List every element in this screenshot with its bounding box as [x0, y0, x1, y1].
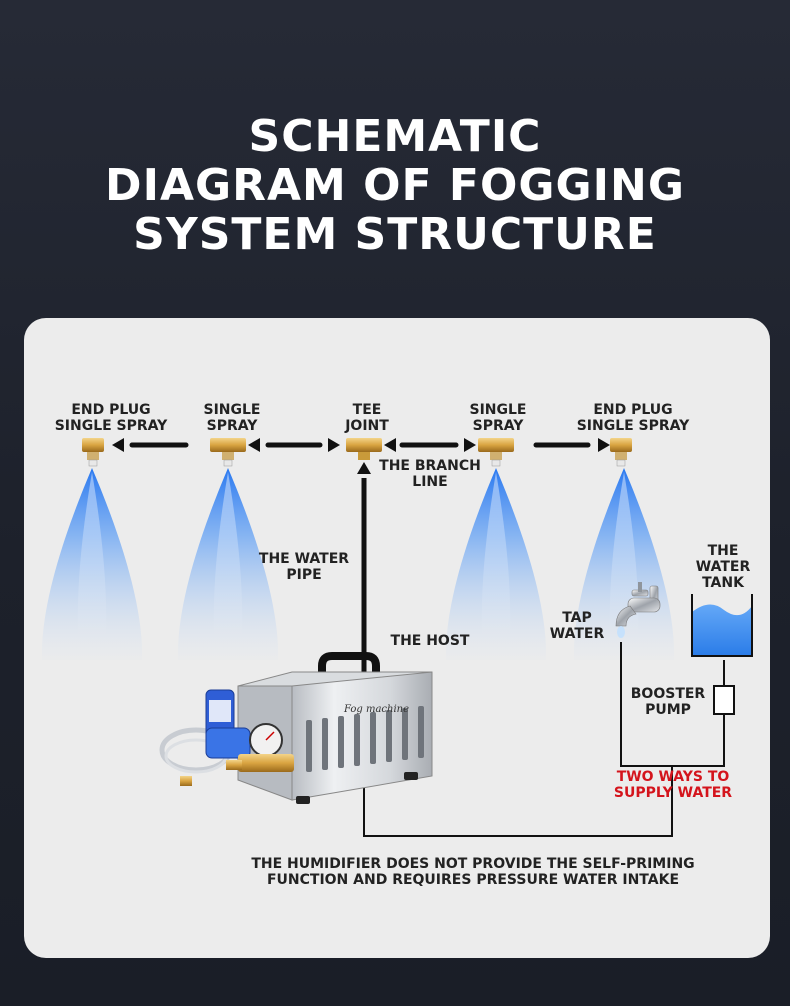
label-branch-line-line2: LINE — [412, 474, 448, 490]
label-end-plug-right-line1: END PLUG — [593, 402, 673, 418]
single-spray-nozzle-right — [478, 438, 514, 467]
label-single-spray-right-line2: SPRAY — [472, 418, 524, 434]
arrow-up-icon — [357, 462, 371, 474]
label-two-ways-line1: TWO WAYS TO — [616, 769, 730, 785]
arrow-right-icon — [464, 438, 476, 452]
label-host-line1: THE HOST — [390, 633, 470, 649]
end-plug-nozzle-left — [82, 438, 104, 467]
spray-cone-1 — [41, 468, 143, 660]
title-line-1: SCHEMATIC — [248, 111, 542, 162]
end-plug-nozzle-right — [610, 438, 632, 467]
spray-cone-2 — [177, 468, 279, 660]
label-tap-water-line1: TAP — [562, 610, 592, 626]
arrow-right-icon — [598, 438, 610, 452]
label-water-tank-line2: WATER — [695, 559, 751, 575]
machine-brand-label: Fog machine — [343, 704, 409, 715]
label-tap-water-line2: WATER — [549, 626, 605, 642]
tee-joint-nozzle — [346, 438, 382, 460]
label-water-pipe-line2: PIPE — [286, 567, 322, 583]
label-tap-water: TAP WATER — [540, 610, 614, 642]
label-single-spray-right-line1: SINGLE — [469, 402, 527, 418]
label-booster-pump-line2: PUMP — [645, 702, 691, 718]
spray-cone-3 — [445, 468, 547, 660]
label-single-spray-left: SINGLE SPRAY — [188, 402, 276, 434]
page-title: SCHEMATIC DIAGRAM OF FOGGING SYSTEM STRU… — [0, 112, 790, 259]
fog-machine: Fog machine — [159, 652, 433, 804]
title-line-3: SYSTEM STRUCTURE — [133, 209, 657, 260]
label-end-plug-left-line1: END PLUG — [71, 402, 151, 418]
note-line1: THE HUMIDIFIER DOES NOT PROVIDE THE SELF… — [251, 856, 695, 872]
label-water-pipe-line1: THE WATER — [258, 551, 350, 567]
machine-handle — [318, 652, 380, 690]
label-end-plug-right: END PLUG SINGLE SPRAY — [568, 402, 698, 434]
label-end-plug-left: END PLUG SINGLE SPRAY — [46, 402, 176, 434]
label-water-tank-line1: THE — [707, 543, 739, 559]
title-line-2: DIAGRAM OF FOGGING — [105, 160, 685, 211]
label-single-spray-left-line1: SINGLE — [203, 402, 261, 418]
tap-faucet-icon — [615, 582, 661, 638]
label-booster-pump: BOOSTER PUMP — [624, 686, 712, 718]
label-tee-joint-line1: TEE — [352, 402, 382, 418]
note-line2: FUNCTION AND REQUIRES PRESSURE WATER INT… — [266, 872, 680, 888]
booster-pump — [713, 685, 735, 715]
arrow-left-icon — [112, 438, 124, 452]
flow-arrows — [112, 438, 610, 474]
label-water-tank-line3: TANK — [702, 575, 744, 591]
label-end-plug-left-line2: SINGLE SPRAY — [54, 418, 168, 434]
label-two-ways-line2: SUPPLY WATER — [613, 785, 733, 801]
arrow-left-icon — [384, 438, 396, 452]
label-single-spray-right: SINGLE SPRAY — [454, 402, 542, 434]
label-end-plug-right-line2: SINGLE SPRAY — [576, 418, 690, 434]
label-single-spray-left-line2: SPRAY — [206, 418, 258, 434]
label-water-tank: THE WATER TANK — [684, 543, 762, 591]
arrow-right-icon — [328, 438, 340, 452]
water-tank — [691, 594, 753, 657]
label-host: THE HOST — [380, 633, 480, 649]
label-tee-joint-line2: JOINT — [345, 418, 389, 434]
label-branch-line: THE BRANCH LINE — [372, 458, 488, 490]
label-tee-joint: TEE JOINT — [330, 402, 404, 434]
arrow-left-icon — [248, 438, 260, 452]
label-branch-line-line1: THE BRANCH — [379, 458, 481, 474]
single-spray-nozzle-left — [210, 438, 246, 467]
label-two-ways-supply: TWO WAYS TO SUPPLY WATER — [600, 769, 746, 801]
note-pressure-intake: THE HUMIDIFIER DOES NOT PROVIDE THE SELF… — [200, 856, 746, 888]
label-booster-pump-line1: BOOSTER — [630, 686, 706, 702]
label-water-pipe: THE WATER PIPE — [248, 551, 360, 583]
